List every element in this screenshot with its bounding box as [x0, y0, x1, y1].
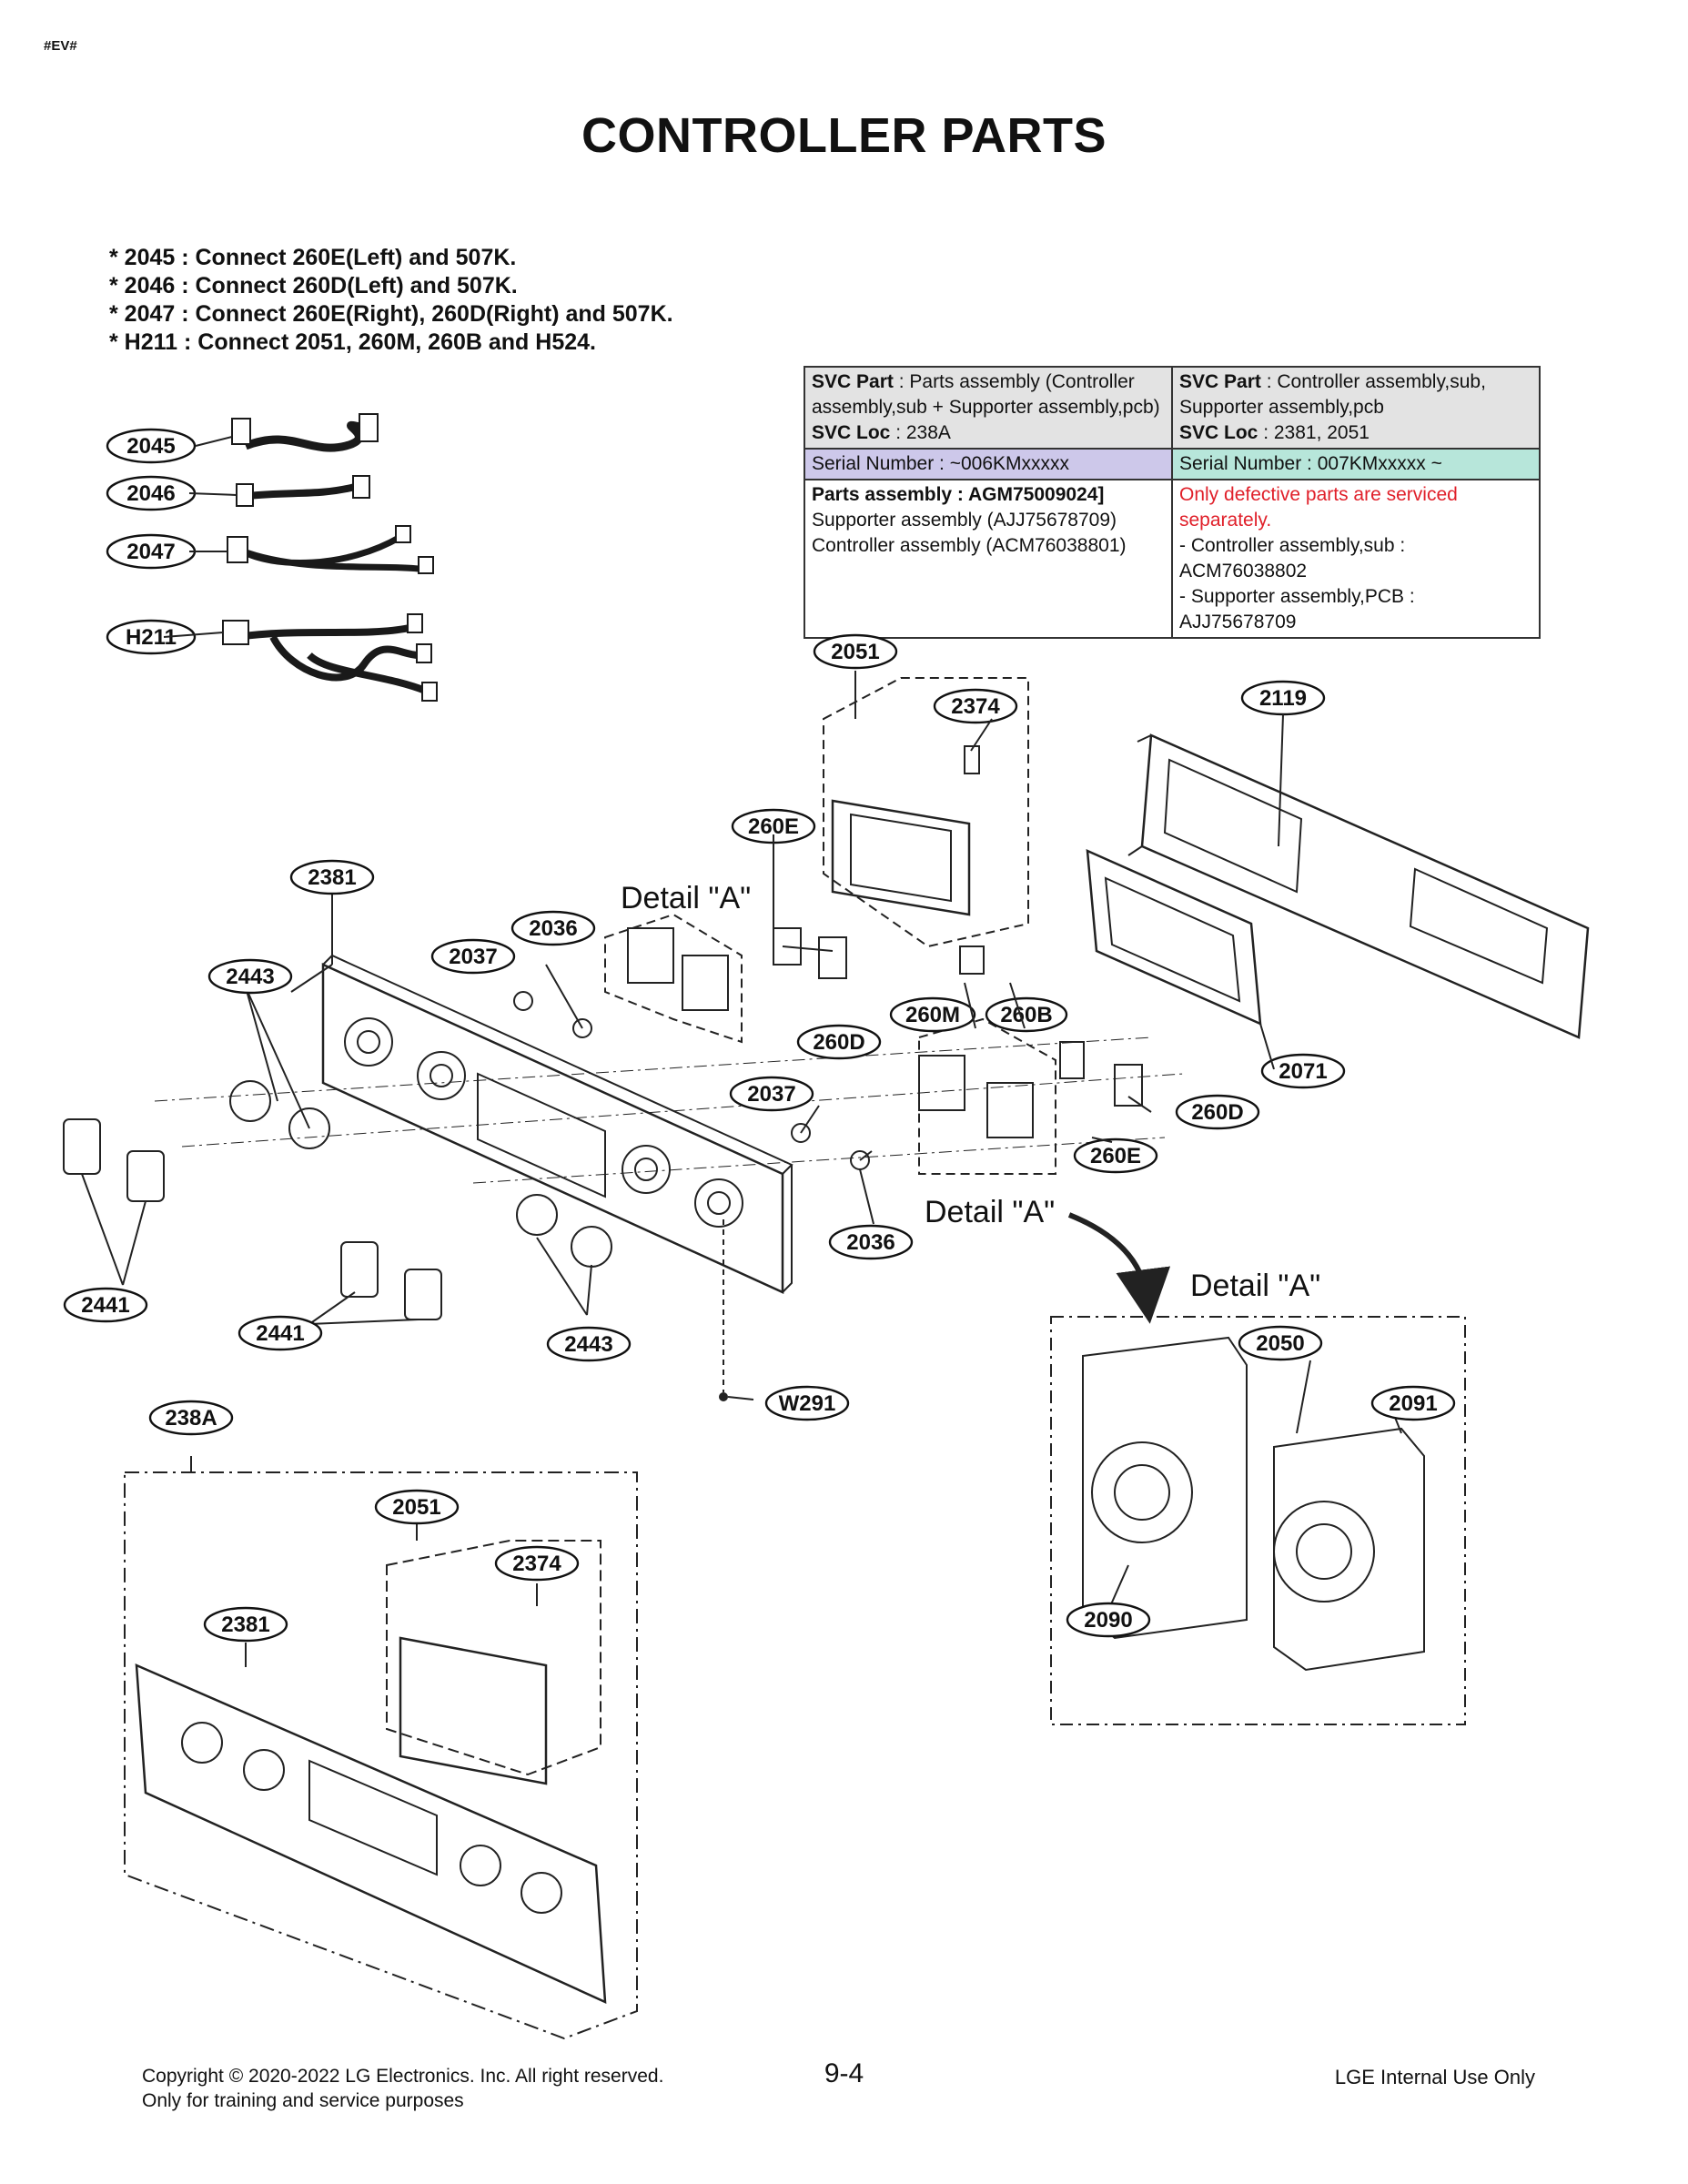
svc-left-header: SVC Part : Parts assembly (Controller as… [804, 366, 1173, 450]
callout-260m: 260M [889, 996, 976, 1033]
document-code: #EV# [44, 38, 77, 54]
connection-notes: * 2045 : Connect 260E(Left) and 507K. * … [109, 244, 673, 357]
callout-2050: 2050 [1238, 1325, 1323, 1361]
callout-label: 260B [1000, 1003, 1052, 1027]
note-2045: * 2045 : Connect 260E(Left) and 507K. [109, 245, 517, 270]
callout-label: 260D [813, 1030, 864, 1055]
callout-label: 2051 [392, 1495, 440, 1520]
callout-2443: 2443 [207, 958, 293, 995]
svc-right-detail: Only defective parts are serviced separa… [1171, 479, 1541, 639]
callout-2381: 2381 [203, 1606, 288, 1643]
callout-label: 2441 [256, 1321, 304, 1346]
serial-left: Serial Number : ~006KMxxxxx [804, 448, 1173, 480]
page-number: 9-4 [824, 2058, 864, 2088]
callout-h211: H211 [106, 619, 197, 655]
callout-2037: 2037 [729, 1076, 814, 1112]
note-h211: * H211 : Connect 2051, 260M, 260B and H5… [109, 329, 596, 355]
footer-internal-use: LGE Internal Use Only [1334, 2066, 1535, 2088]
callout-2036: 2036 [510, 910, 596, 946]
callout-label: 2037 [747, 1082, 795, 1107]
callout-label: 2045 [126, 434, 175, 459]
callout-label: 2050 [1256, 1331, 1304, 1356]
callout-label: 2441 [81, 1293, 129, 1318]
callout-2441: 2441 [238, 1315, 323, 1351]
note-2047: * 2047 : Connect 260E(Right), 260D(Right… [109, 301, 673, 327]
callout-label: 2374 [951, 694, 1000, 719]
callout-label: 2381 [221, 1613, 269, 1637]
callout-leaders [163, 436, 1284, 1225]
callout-label: 2036 [846, 1230, 895, 1255]
callout-2036: 2036 [828, 1224, 914, 1260]
callout-260b: 260B [985, 996, 1068, 1033]
harness-2046 [236, 475, 370, 507]
callout-label: 2443 [564, 1332, 612, 1357]
callout-label: 2051 [831, 640, 879, 664]
callout-label: 2036 [529, 916, 577, 941]
callout-w291: W291 [764, 1385, 850, 1421]
callout-label: 2443 [226, 965, 274, 989]
callout-label: 260D [1191, 1100, 1243, 1125]
callout-2051: 2051 [813, 633, 898, 670]
detail-a-label-top: Detail "A" [621, 881, 751, 915]
callout-2090: 2090 [1066, 1602, 1151, 1638]
callout-260d: 260D [1175, 1094, 1260, 1130]
callout-label: 2090 [1084, 1608, 1132, 1633]
callout-238a: 238A [148, 1400, 234, 1436]
callout-label: 2381 [308, 865, 356, 890]
callout-label: 238A [165, 1406, 217, 1431]
harness-2045 [231, 413, 379, 452]
callout-2046: 2046 [106, 475, 197, 511]
callout-2051: 2051 [374, 1489, 460, 1525]
callout-2374: 2374 [494, 1545, 580, 1582]
detail-a-box [1050, 1316, 1466, 1725]
callout-label: 260M [905, 1003, 960, 1027]
page-title: CONTROLLER PARTS [581, 108, 1107, 163]
svc-left-detail: Parts assembly : AGM75009024] Supporter … [804, 479, 1173, 639]
svc-info-table: SVC Part : Parts assembly (Controller as… [804, 366, 1541, 639]
callout-260e: 260E [731, 808, 816, 844]
callout-2047: 2047 [106, 533, 197, 570]
callout-2119: 2119 [1240, 680, 1326, 716]
detail-arrow-icon [1067, 1212, 1171, 1324]
callout-2045: 2045 [106, 428, 197, 464]
callout-label: 260E [1090, 1144, 1141, 1168]
assembly-238a [124, 1456, 638, 2040]
callout-260e: 260E [1073, 1138, 1158, 1174]
callout-label: 2047 [126, 540, 175, 564]
callout-label: W291 [779, 1391, 836, 1416]
callout-label: 2071 [1279, 1059, 1327, 1084]
callout-label: 2091 [1389, 1391, 1437, 1416]
svc-right-header: SVC Part : Controller assembly,sub, Supp… [1171, 366, 1541, 450]
detail-a-label-box: Detail "A" [1190, 1269, 1320, 1303]
callout-label: 2046 [126, 481, 175, 506]
callout-260d: 260D [796, 1024, 882, 1060]
note-2046: * 2046 : Connect 260D(Left) and 507K. [109, 273, 518, 298]
callout-2374: 2374 [933, 688, 1018, 724]
harness-2047 [227, 525, 434, 574]
callout-2091: 2091 [1370, 1385, 1456, 1421]
callout-2381: 2381 [289, 859, 375, 895]
detail-a-label-mid: Detail "A" [925, 1195, 1055, 1229]
callout-2443: 2443 [546, 1326, 632, 1362]
callout-2037: 2037 [430, 938, 516, 975]
callout-2441: 2441 [63, 1287, 148, 1323]
callout-2071: 2071 [1260, 1053, 1346, 1089]
harness-h211 [222, 613, 438, 702]
harness-drawings [222, 413, 438, 702]
callout-label: 2374 [512, 1552, 561, 1576]
serial-right: Serial Number : 007KMxxxxx ~ [1171, 448, 1541, 480]
main-exploded-view [63, 677, 1590, 1401]
callout-label: 2037 [449, 945, 497, 969]
footer-copyright: Copyright © 2020-2022 LG Electronics. In… [142, 2066, 664, 2111]
callout-label: 2119 [1259, 686, 1307, 711]
